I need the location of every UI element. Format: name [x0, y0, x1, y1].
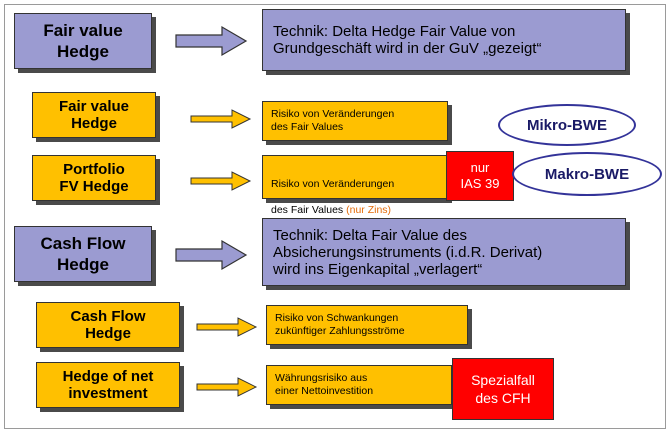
spezialfall-tag-label: Spezialfall des CFH [471, 372, 535, 406]
portfolio-desc-line2: des Fair Values (nur Zins) [271, 204, 392, 216]
portfolio-fv-hedge-desc-box: Risiko von Veränderungen des Fair Values… [262, 155, 448, 216]
arrow-fv-micro [190, 109, 252, 129]
cash-flow-hedge-sub-label: Cash Flow Hedge [70, 308, 146, 342]
arrow-fv-main [175, 25, 248, 57]
net-investment-hedge-desc-box: Währungsrisiko aus einer Nettoinvestitio… [266, 365, 452, 405]
cash-flow-hedge-main-desc-box: Technik: Delta Fair Value des Absicherun… [262, 218, 626, 286]
makro-bwe-oval: Makro-BWE [512, 152, 662, 196]
fair-value-hedge-main-box: Fair value Hedge [14, 13, 152, 69]
ias39-tag: nur IAS 39 [446, 151, 514, 201]
portfolio-desc-line1: Risiko von Veränderungen [271, 178, 395, 190]
fair-value-hedge-main-label: Fair value Hedge [43, 21, 123, 61]
net-investment-hedge-label: Hedge of net investment [62, 368, 154, 402]
net-investment-hedge-desc: Währungsrisiko aus einer Nettoinvestitio… [275, 372, 374, 397]
net-investment-hedge-box: Hedge of net investment [36, 362, 180, 408]
arrow-portfolio [190, 171, 252, 191]
arrow-net-investment [196, 377, 258, 397]
portfolio-desc-note: (nur Zins) [346, 204, 392, 216]
portfolio-fv-hedge-label: Portfolio FV Hedge [59, 161, 129, 195]
cash-flow-hedge-main-box: Cash Flow Hedge [14, 226, 152, 282]
fair-value-hedge-micro-desc-box: Risiko von Veränderungen des Fair Values [262, 101, 448, 141]
makro-bwe-label: Makro-BWE [544, 165, 630, 183]
cash-flow-hedge-main-desc: Technik: Delta Fair Value des Absicherun… [273, 226, 543, 278]
arrow-cf-sub [196, 317, 258, 337]
fair-value-hedge-main-desc: Technik: Delta Hedge Fair Value von Grun… [273, 23, 542, 57]
ias39-tag-label: nur IAS 39 [460, 160, 500, 191]
spezialfall-tag: Spezialfall des CFH [452, 358, 554, 420]
fair-value-hedge-micro-box: Fair value Hedge [32, 92, 156, 138]
mikro-bwe-label: Mikro-BWE [527, 116, 607, 134]
fair-value-hedge-micro-desc: Risiko von Veränderungen des Fair Values [271, 108, 395, 133]
arrow-cf-main [175, 239, 248, 271]
cash-flow-hedge-sub-desc-box: Risiko von Schwankungen zukünftiger Zahl… [266, 305, 468, 345]
fair-value-hedge-main-desc-box: Technik: Delta Hedge Fair Value von Grun… [262, 9, 626, 71]
cash-flow-hedge-sub-desc: Risiko von Schwankungen zukünftiger Zahl… [275, 312, 405, 337]
diagram-frame [4, 4, 666, 429]
mikro-bwe-oval: Mikro-BWE [498, 104, 636, 146]
cash-flow-hedge-main-label: Cash Flow Hedge [40, 234, 126, 274]
cash-flow-hedge-sub-box: Cash Flow Hedge [36, 302, 180, 348]
portfolio-fv-hedge-box: Portfolio FV Hedge [32, 155, 156, 201]
fair-value-hedge-micro-label: Fair value Hedge [58, 98, 130, 132]
